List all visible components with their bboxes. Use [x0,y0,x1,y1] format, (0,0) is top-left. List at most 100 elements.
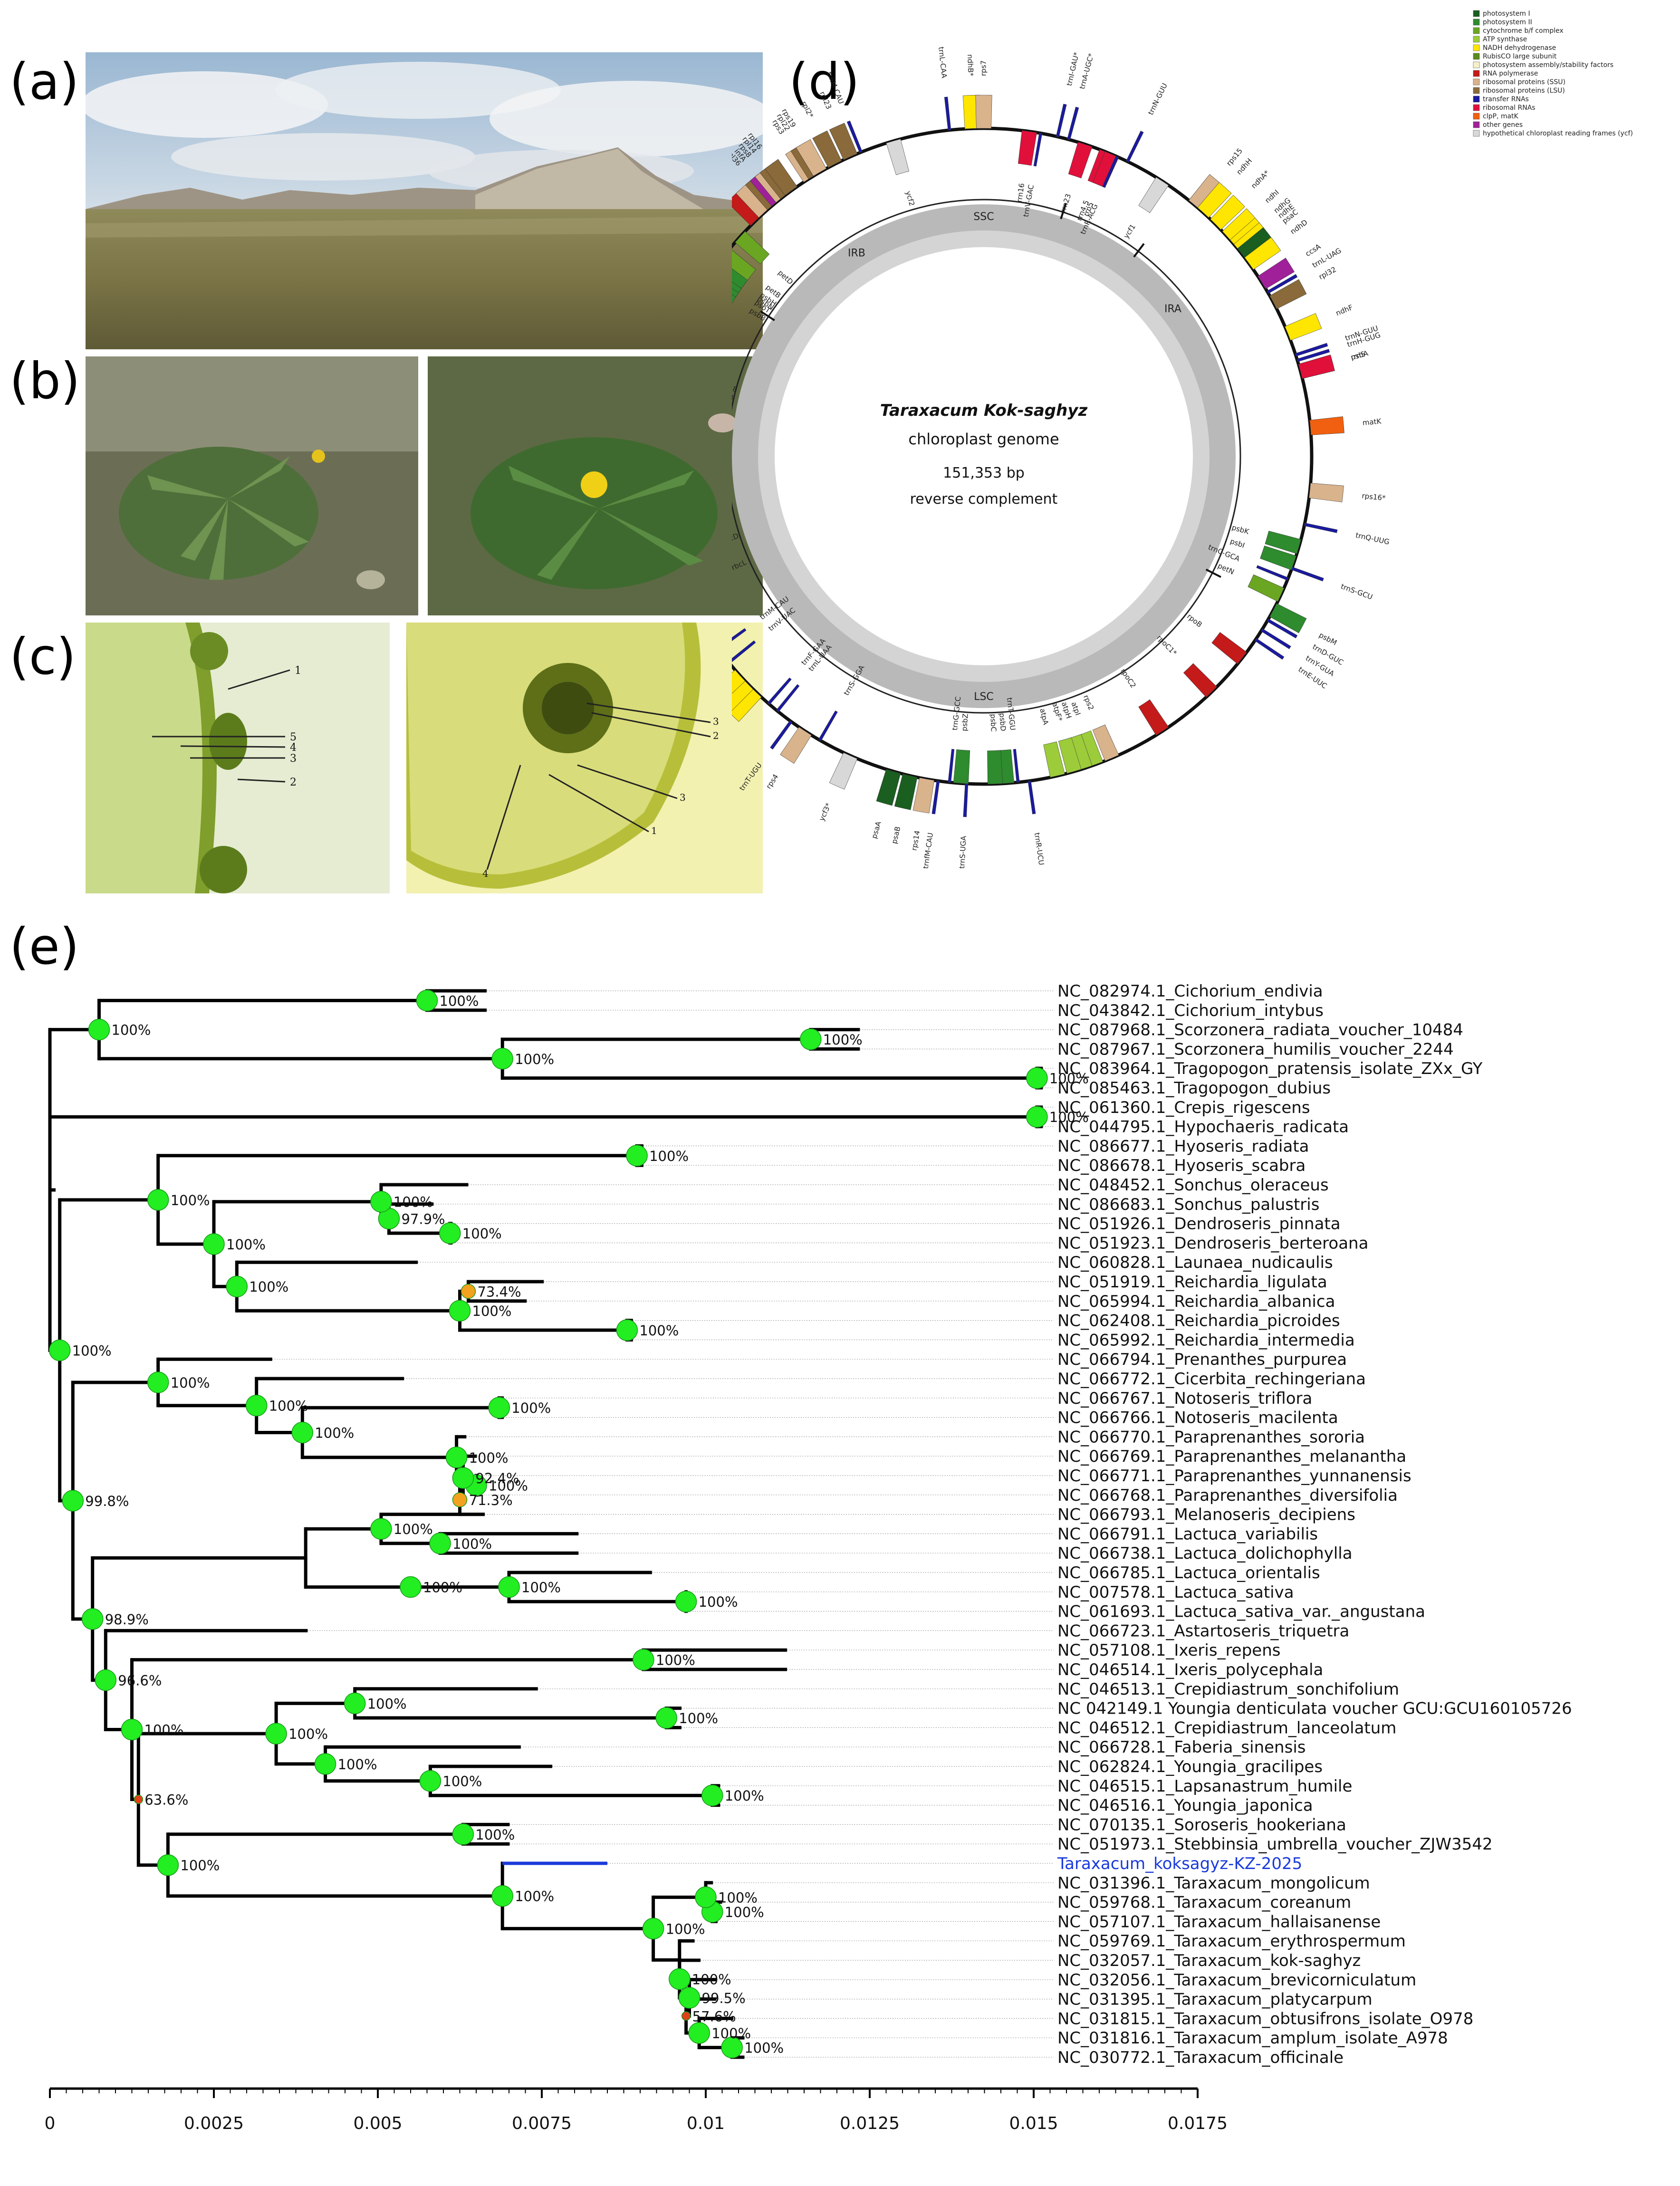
region-circle [732,199,1241,714]
support-node [48,1339,71,1361]
legend-label: ATP synthase [1483,36,1527,43]
micrograph-right: 3 2 3 1 4 [406,623,763,893]
support-value: 100% [699,1594,738,1610]
gene-block [846,120,863,153]
support-node [452,1492,468,1507]
gene-block [1309,483,1344,502]
taxon-label: NC_030772.1_Taraxacum_officinale [1057,2048,1344,2067]
support-value: 98.9% [105,1611,149,1628]
support-value: 100% [649,1148,689,1164]
support-node [688,2022,710,2044]
support-node [81,1608,104,1630]
gene-label: rpl33 [732,390,734,402]
support-node [655,1707,677,1729]
gene-label: matK [1362,417,1382,427]
support-value: 100% [171,1375,210,1391]
support-value: 100% [1049,1109,1089,1125]
micro-label: 3 [680,792,686,803]
gene-label: trnA-UGC* [1078,52,1096,90]
taxon-label: NC_070135.1_Soroseris_hookeriana [1057,1815,1346,1834]
gene-block [948,748,955,783]
taxon-label: NC_066772.1_Cicerbita_rechingeriana [1057,1370,1366,1389]
taxon-label: NC_066728.1_Faberia_sinensis [1057,1738,1306,1757]
taxon-label: NC_066769.1_Paraprenanthes_melanantha [1057,1447,1406,1466]
gene-label: rps16* [1362,491,1386,502]
gene-block [987,750,1003,785]
legend-label: ribosomal proteins (SSU) [1483,78,1565,86]
support-value: 100% [521,1580,561,1596]
taxon-label: NC_065992.1_Reichardia_intermedia [1057,1331,1355,1350]
support-node [226,1275,248,1297]
support-node [439,1222,461,1244]
legend-swatch [1473,78,1480,86]
gene-label: ycf3* [817,802,833,823]
taxon-label: NC_059769.1_Taraxacum_erythrospermum [1057,1932,1406,1951]
gene-block [732,640,756,662]
taxon-label: NC_057107.1_Taraxacum_hallaisanense [1057,1912,1381,1931]
support-value: 100% [442,1774,482,1790]
support-node [265,1723,287,1745]
gene-block [1267,618,1298,639]
taxon-label: NC_032057.1_Taraxacum_kok-saghyz [1057,1951,1361,1970]
taxon-label: NC_087967.1_Scorzonera_humilis_voucher_2… [1057,1040,1454,1059]
gene-block [1043,741,1065,778]
gene-block [765,159,797,196]
taxon-label: NC_061693.1_Lactuca_sativa_var._angustan… [1057,1602,1425,1621]
taxon-label: NC_060828.1_Launaea_nudicaulis [1057,1253,1333,1272]
support-value: 100% [718,1889,758,1906]
axis-tick-label: 0.0175 [1168,2114,1228,2133]
support-node [642,1918,664,1940]
genome-center [775,247,1193,665]
micro-label: 5 [290,731,297,743]
micro-label: 4 [482,868,489,879]
gene-block [1067,106,1079,140]
legend-label: NADH dehydrogenase [1483,44,1556,52]
support-node [147,1189,169,1211]
support-value: 100% [666,1921,705,1937]
gene-label: trnL-CAA [937,47,949,79]
support-node [245,1394,268,1417]
gene-block [780,727,812,764]
gene-block [1102,156,1119,188]
gene-block [1211,632,1247,664]
taxon-label: NC_066723.1_Astartoseris_triquetra [1057,1621,1349,1640]
gene-label: trnQ-UUG [1355,531,1391,546]
gene-block [1138,177,1169,213]
support-node [416,989,438,1012]
gene-label: trnN-GUU [1146,82,1169,116]
axis-tick-label: 0.015 [1009,2114,1058,2133]
support-node [452,1823,474,1845]
taxon-label: NC_066794.1_Prenanthes_purpurea [1057,1350,1347,1369]
genome-region-label: SSC [973,211,994,223]
support-node [449,1300,471,1322]
support-node [721,2036,743,2059]
taxon-label: NC_085463.1_Tragopogon_dubius [1057,1079,1331,1098]
support-value: 100% [462,1226,502,1242]
gene-label: psbM [1317,631,1338,647]
taxon-label: NC 042149.1 Youngia denticulata voucher … [1057,1699,1572,1718]
support-value: 100% [639,1323,679,1339]
taxon-label: NC_066738.1_Lactuca_dolichophylla [1057,1544,1353,1563]
genome-species: Taraxacum Kok-saghyz [880,401,1088,420]
support-value: 100% [226,1237,266,1253]
taxon-label: NC_062408.1_Reichardia_picroides [1057,1312,1340,1331]
genome-orientation: reverse complement [910,491,1058,508]
legend-swatch [1473,130,1480,137]
legend-swatch [1473,96,1480,103]
support-value: 100% [367,1696,407,1712]
taxon-label: NC_066766.1_Notoseris_macilenta [1057,1409,1338,1428]
taxon-label: NC_086678.1_Hyoseris_scabra [1057,1156,1306,1175]
taxon-label: NC_051973.1_Stebbinsia_umbrella_voucher_… [1057,1835,1493,1854]
taxon-label: NC_051923.1_Dendroseris_berteroana [1057,1234,1368,1253]
support-node [147,1371,169,1393]
support-value: 100% [394,1521,433,1537]
support-value: 96.6% [118,1672,162,1688]
axis-tick-label: 0 [45,2114,56,2133]
taxon-label: NC_048452.1_Sonchus_oleraceus [1057,1176,1329,1195]
taxon-label: NC_007578.1_Lactuca_sativa [1057,1583,1294,1602]
gene-block [812,130,842,168]
support-node [1026,1067,1048,1089]
gene-block [776,684,800,712]
support-node [488,1397,510,1419]
